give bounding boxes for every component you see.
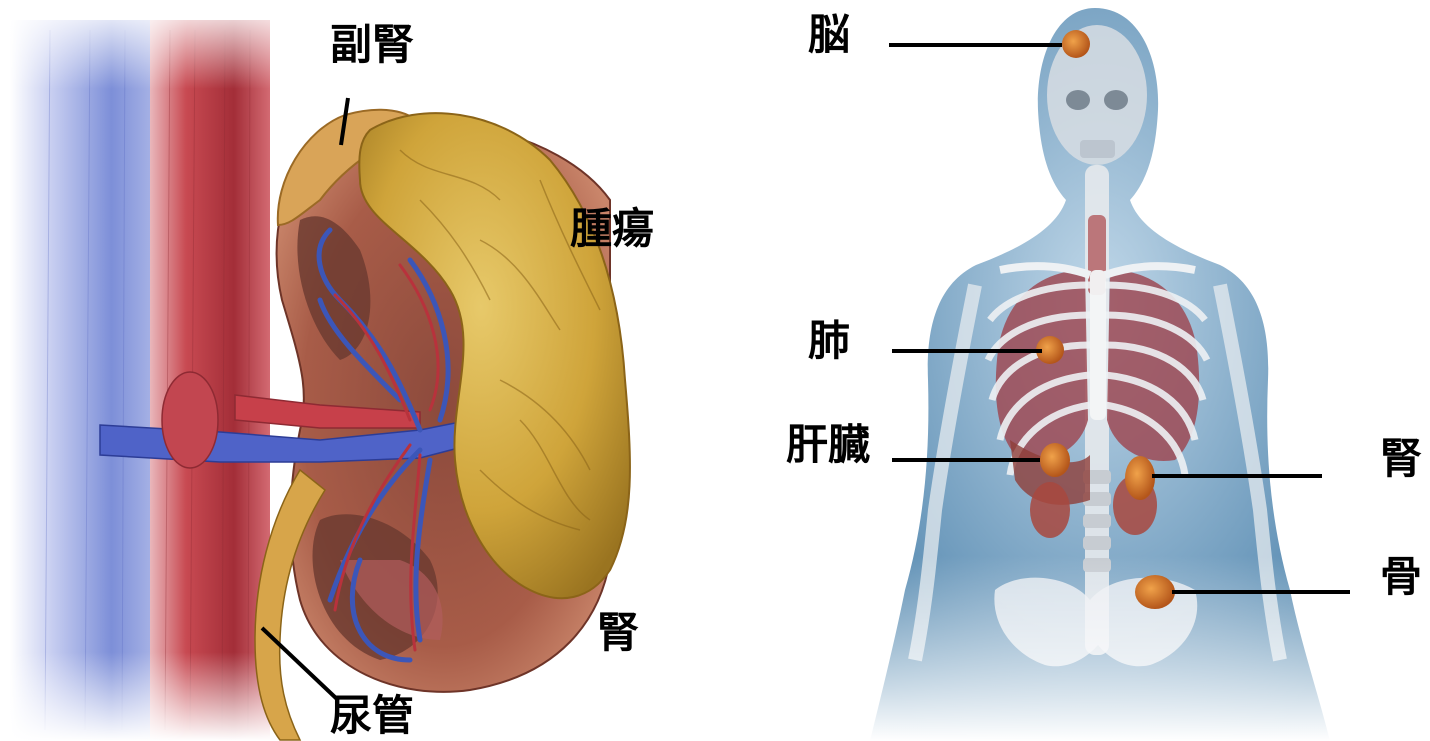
brain-metastasis xyxy=(1062,30,1090,58)
kidney-illustration xyxy=(0,0,630,741)
brain-label: 脳 xyxy=(808,14,850,56)
lung-label: 肺 xyxy=(808,320,850,362)
kidney-label-right: 腎 xyxy=(1380,438,1422,480)
liver-metastasis xyxy=(1040,443,1070,477)
bone-metastasis xyxy=(1135,575,1175,609)
bone-label: 骨 xyxy=(1380,556,1422,598)
adrenal-label: 副腎 xyxy=(330,24,414,66)
ureter-label: 尿管 xyxy=(330,695,414,737)
tumor-label: 腫瘍 xyxy=(570,208,654,250)
kidney-metastasis xyxy=(1125,456,1155,500)
liver-label: 肝臓 xyxy=(786,424,870,466)
body-illustration xyxy=(860,0,1360,741)
kidney-label-left: 腎 xyxy=(597,612,639,654)
